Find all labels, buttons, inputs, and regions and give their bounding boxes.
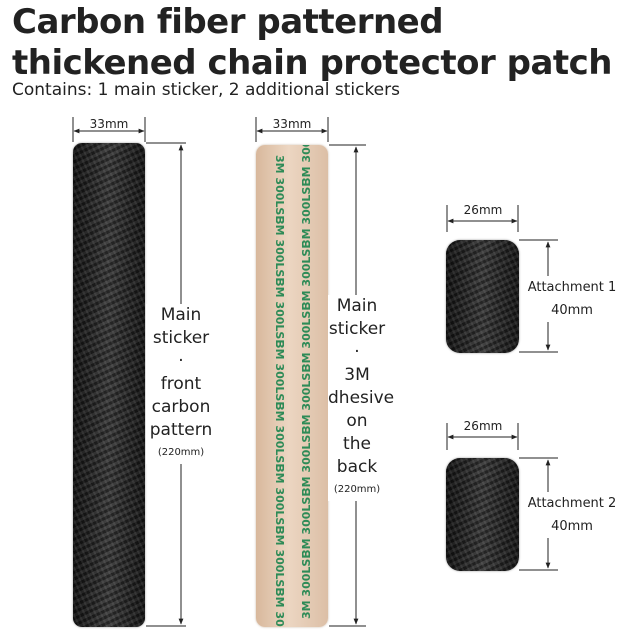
attachment-2-label: Attachment 2 40mm (522, 492, 622, 538)
label-line: 3M (344, 365, 370, 385)
label-line: on (346, 411, 368, 431)
adhesive-print-mark: 3M 300LSE (273, 279, 286, 347)
attachment-1-sticker (446, 240, 519, 353)
adhesive-print-mark: 3M 300LSE (273, 589, 286, 627)
label-line: back (336, 457, 378, 477)
attachment-1-label: Attachment 1 40mm (522, 276, 622, 322)
adhesive-print-mark: 3M 300LSE (300, 551, 313, 619)
label-line: pattern (149, 420, 213, 440)
label-line: the (343, 434, 371, 454)
label-line: dhesive (328, 388, 395, 408)
label-line: carbon (151, 397, 211, 417)
adhesive-print-mark: 3M 300LSE (300, 489, 313, 557)
page-title: Carbon fiber patterned thickened chain p… (12, 2, 632, 84)
label-line: 40mm (551, 519, 593, 534)
main-back-length-label: (220mm) (333, 484, 381, 495)
back-width-label: 33mm (272, 117, 312, 131)
adhesive-print-mark: 3M 300LSE (300, 427, 313, 495)
label-line: sticker (152, 328, 210, 348)
title-line-1: Carbon fiber patterned (12, 2, 444, 42)
adhesive-print-mark: 3M 300LSE (273, 217, 286, 285)
adhesive-print-mark: 3M 300LSE (300, 365, 313, 433)
label-line: Main (336, 296, 378, 316)
adhesive-print-mark: 3M 300LSE (273, 527, 286, 595)
attachment-2-sticker (446, 458, 519, 571)
title-line-2: thickened chain protector patch (12, 43, 613, 83)
subtitle: Contains: 1 main sticker, 2 additional s… (12, 80, 400, 100)
attachment2-width-label: 26mm (463, 419, 503, 433)
front-width-label: 33mm (89, 117, 129, 131)
attachment1-width-label: 26mm (463, 203, 503, 217)
label-line: front (160, 374, 202, 394)
adhesive-print-mark: 3M 300LSE (273, 155, 286, 223)
label-line: 40mm (551, 303, 593, 318)
adhesive-print-mark: 3M 300LSE (300, 241, 313, 309)
label-line: Attachment 2 (527, 496, 617, 511)
main-sticker-front (73, 143, 145, 627)
adhesive-print-mark: 3M 300LSE (273, 341, 286, 409)
main-back-label: Main sticker · 3M dhesive on the back (2… (328, 295, 395, 501)
label-line: Attachment 1 (527, 280, 617, 295)
adhesive-print-mark: 3M 300LSE (273, 465, 286, 533)
adhesive-print-mark: 3M 300LSE (300, 303, 313, 371)
adhesive-print-mark: 3M 300LSE (273, 403, 286, 471)
label-line: · (354, 342, 360, 362)
label-line: sticker (328, 319, 386, 339)
adhesive-print-mark: 3M 300LSE (300, 145, 313, 185)
adhesive-print-mark: 3M 300LSE (300, 179, 313, 247)
label-line: · (178, 351, 184, 371)
label-line: Main (160, 305, 202, 325)
main-front-label: Main sticker · front carbon pattern (220… (146, 304, 216, 464)
main-front-length-label: (220mm) (157, 447, 205, 458)
